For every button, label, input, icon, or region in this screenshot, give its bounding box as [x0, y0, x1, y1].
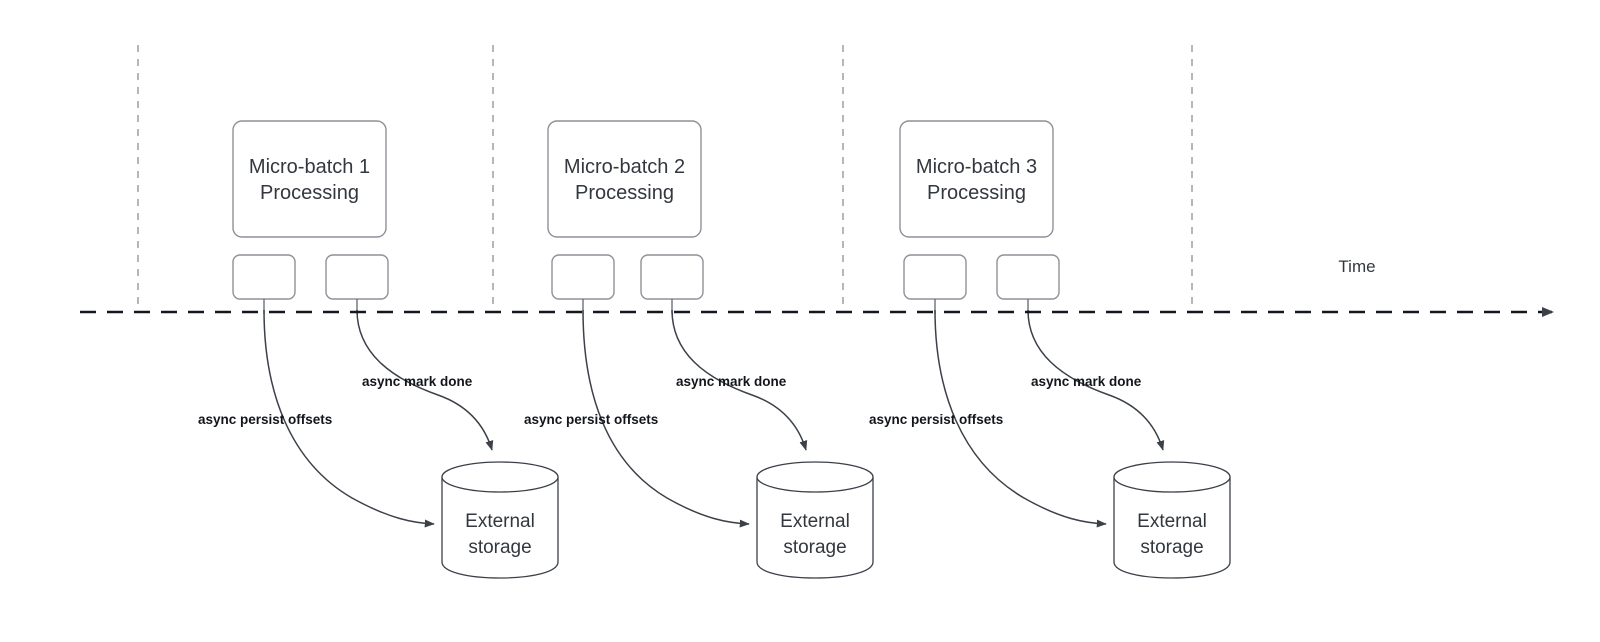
- task-box-1b[interactable]: [325, 254, 389, 300]
- storage-3-body: [1113, 477, 1231, 579]
- micro-batch-3-label-line1: Micro-batch 3: [916, 156, 1037, 178]
- time-dividers: [137, 45, 1193, 312]
- persist-offsets-arrow-1: [263, 309, 435, 528]
- mark-done-label-1: async mark done: [362, 374, 473, 389]
- mark-done-label-3: async mark done: [1031, 374, 1142, 389]
- storage-2-body: [756, 477, 874, 579]
- task-box-2a[interactable]: [551, 254, 615, 300]
- mark-done-label-2: async mark done: [676, 374, 787, 389]
- group-1: Micro-batch 1 Processing External storag…: [198, 120, 559, 579]
- micro-batch-1-label-line2: Processing: [260, 182, 359, 204]
- time-axis-label: Time: [1338, 257, 1375, 276]
- mark-done-arrow-1: [356, 309, 494, 451]
- time-axis: Time: [80, 257, 1554, 317]
- micro-batch-2-label-line2: Processing: [575, 182, 674, 204]
- mark-done-arrow-3: [1027, 309, 1165, 451]
- micro-batch-1-label-line1: Micro-batch 1: [249, 156, 370, 178]
- storage-3-label-line1: External: [1137, 511, 1207, 532]
- storage-1-label-line1: External: [465, 511, 535, 532]
- storage-1-label-line2: storage: [468, 537, 531, 558]
- persist-offsets-label-3: async persist offsets: [869, 412, 1003, 427]
- group-2: Micro-batch 2 Processing External storag…: [524, 120, 874, 579]
- storage-2-label-line2: storage: [783, 537, 846, 558]
- micro-batch-2-label-line1: Micro-batch 2: [564, 156, 685, 178]
- storage-2-top: [756, 461, 874, 493]
- storage-3-label-line2: storage: [1140, 537, 1203, 558]
- task-box-3a[interactable]: [903, 254, 967, 300]
- storage-2-label-line1: External: [780, 511, 850, 532]
- storage-3-top: [1113, 461, 1231, 493]
- persist-offsets-label-2: async persist offsets: [524, 412, 658, 427]
- storage-1-body: [441, 477, 559, 579]
- persist-offsets-label-1: async persist offsets: [198, 412, 332, 427]
- storage-1-top: [441, 461, 559, 493]
- micro-batch-2-box[interactable]: [547, 120, 702, 238]
- micro-batch-3-box[interactable]: [899, 120, 1054, 238]
- micro-batch-1-box[interactable]: [232, 120, 387, 238]
- mark-done-arrow-2: [671, 309, 808, 451]
- group-3: Micro-batch 3 Processing External storag…: [869, 120, 1231, 579]
- task-box-3b[interactable]: [996, 254, 1060, 300]
- task-box-2b[interactable]: [640, 254, 704, 300]
- micro-batch-3-label-line2: Processing: [927, 182, 1026, 204]
- persist-offsets-arrow-3: [934, 309, 1107, 528]
- persist-offsets-arrow-2: [582, 309, 750, 528]
- task-box-1a[interactable]: [232, 254, 296, 300]
